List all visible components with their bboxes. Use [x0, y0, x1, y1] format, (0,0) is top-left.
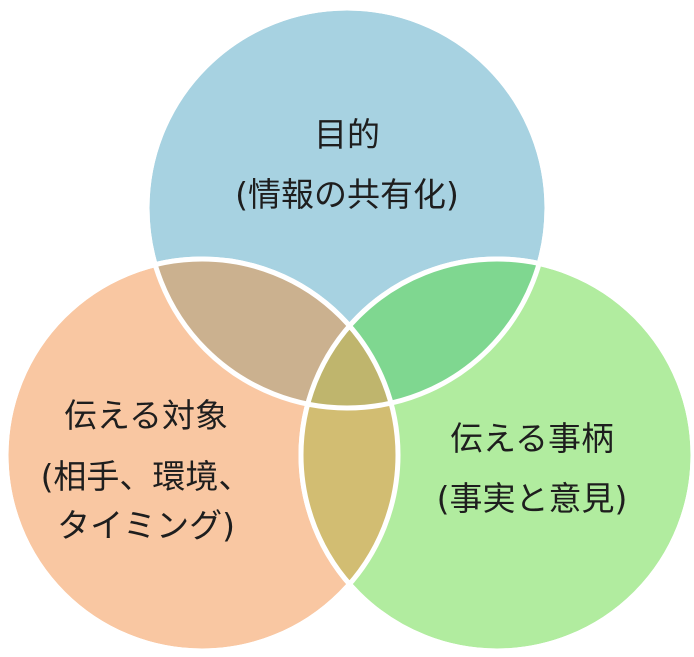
audience-title: 伝える対象: [64, 396, 228, 435]
overlap-purpose-audience: [147, 259, 398, 408]
purpose-subtitle: (情報の共有化): [235, 175, 459, 214]
purpose-title: 目的: [314, 115, 380, 154]
outline-content: [298, 256, 694, 654]
outline-purpose: [144, 5, 550, 411]
audience-subtitle-line1: (相手、環境、: [41, 457, 252, 496]
overlap-purpose-content: [301, 259, 547, 408]
audience-subtitle-line2: タイミング): [57, 506, 235, 545]
outline-audience: [3, 256, 401, 654]
content-subtitle: (事実と意見): [437, 479, 628, 518]
content-title: 伝える事柄: [450, 419, 614, 458]
